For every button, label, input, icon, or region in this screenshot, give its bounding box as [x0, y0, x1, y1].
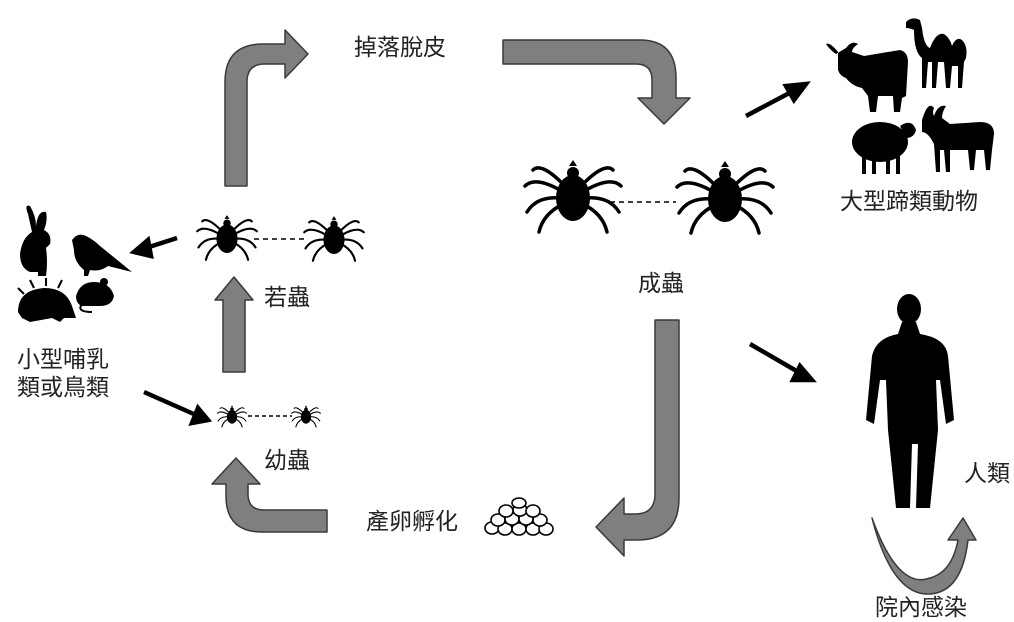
label-larva: 幼蟲 [264, 447, 310, 475]
host-arrow-to-human [750, 344, 800, 373]
tick-icon [197, 215, 257, 260]
host-arrow-to-ungulates [746, 90, 795, 116]
label-nymph: 若蟲 [264, 284, 310, 312]
label-ungulates: 大型蹄類動物 [840, 188, 978, 216]
camel-icon [906, 18, 967, 88]
rabbit-icon [20, 206, 50, 276]
label-molting: 掉落脫皮 [354, 34, 446, 62]
flow-arrow-molting-to-adult [503, 40, 690, 124]
tick-icon [218, 405, 247, 427]
goat-icon [922, 106, 994, 172]
tick-icon [677, 161, 773, 233]
flow-arrow-larva-to-nymph [215, 277, 253, 372]
label-adult: 成蟲 [638, 270, 684, 298]
flow-arrow-nosocomial-loop [872, 518, 976, 594]
egg-cluster-icon [485, 498, 553, 535]
flow-arrow-nymph-to-molting [225, 30, 308, 186]
flow-arrow-adult-to-eggs [596, 320, 679, 556]
sheep-icon [852, 122, 916, 174]
tick-icon [292, 405, 321, 427]
hedgehog-icon [18, 278, 76, 322]
label-nosocomial: 院內感染 [875, 594, 967, 622]
label-small-hosts-line1: 小型哺乳 [17, 346, 109, 374]
human-icon [866, 294, 954, 508]
label-human: 人類 [964, 460, 1010, 488]
tick-icon [304, 216, 364, 261]
host-arrow-to-larva [144, 392, 196, 415]
bird-icon [72, 235, 132, 276]
tick-icon [525, 160, 621, 232]
label-eggs: 產卵孵化 [366, 508, 458, 536]
cow-icon [826, 43, 908, 112]
mouse-icon [76, 278, 114, 312]
label-small-hosts-line2: 類或鳥類 [17, 374, 109, 402]
